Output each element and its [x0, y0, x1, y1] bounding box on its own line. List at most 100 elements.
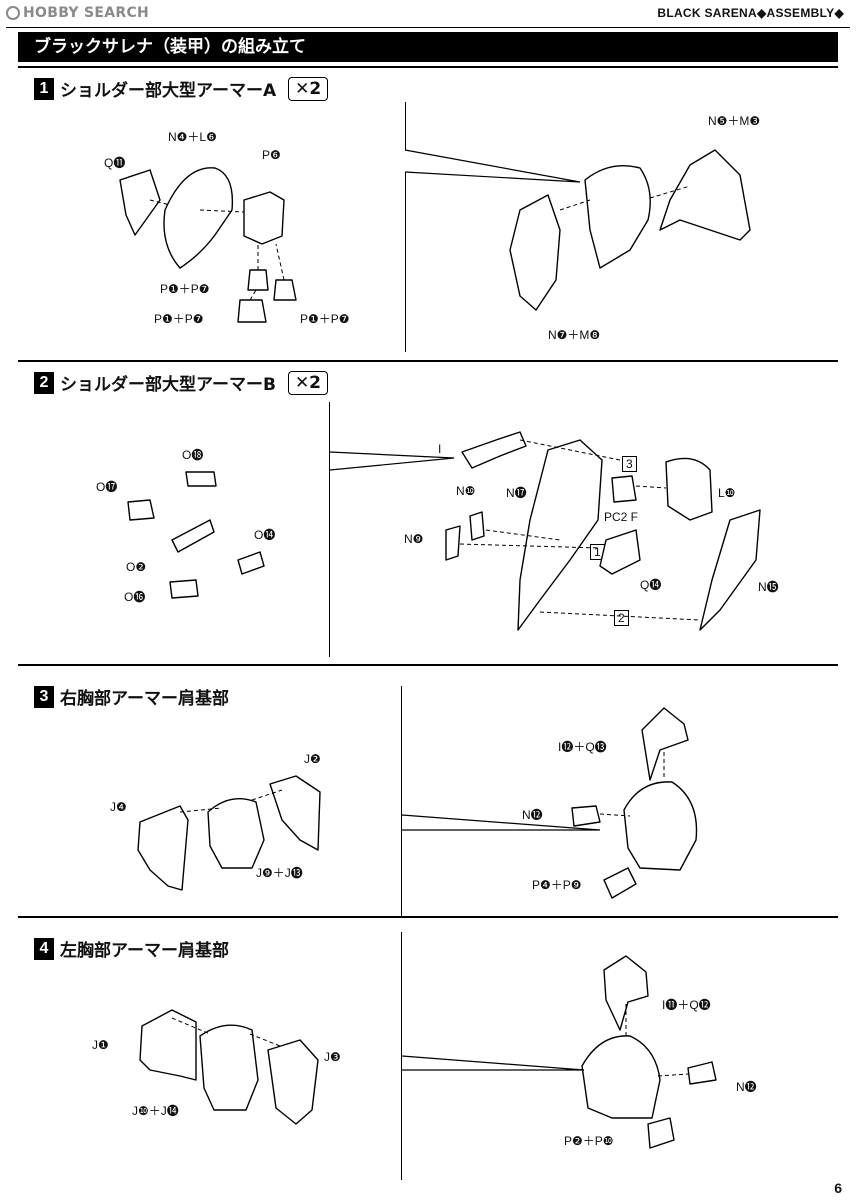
- outer-armor-left: [509, 194, 561, 311]
- step-2-label: O❷: [126, 560, 147, 574]
- part-i11-q12: [603, 955, 649, 1031]
- part-j4: [137, 805, 189, 891]
- step-2-label: N⓯: [758, 580, 779, 594]
- part-p2-p10: [647, 1117, 675, 1149]
- step-4-header: 4 左胸部アーマー肩基部: [34, 936, 229, 961]
- step-2-label: I: [438, 442, 442, 456]
- step-4-label: N⓬: [736, 1080, 757, 1094]
- step-2-title: ショルダー部大型アーマーB: [60, 375, 276, 395]
- logo-icon: [6, 6, 20, 20]
- armor-frame-right: [659, 149, 751, 241]
- part-o18: [185, 471, 217, 487]
- step-4-number: 4: [34, 937, 54, 960]
- header-rule: [6, 27, 850, 28]
- armor-shell-center: [584, 165, 651, 269]
- step-3-label: P❹＋P❾: [532, 878, 582, 892]
- step-1-section: 1 ショルダー部大型アーマーA ✕2 N❹＋L❻ Q⓫ P❻ P❶＋P❼ P❶＋…: [18, 66, 838, 360]
- step-2-section: 2 ショルダー部大型アーマーB ✕2 O⓲ O⓱ O⓮ O❷ O⓰ I N❿ N…: [18, 360, 838, 662]
- step-2-label: O⓮: [254, 528, 276, 542]
- part-i: [461, 431, 527, 469]
- step-2-callout: [329, 451, 455, 471]
- step-1-label: P❻: [262, 148, 281, 162]
- step-2-number: 2: [34, 371, 54, 394]
- step-4-label: J❸: [324, 1050, 341, 1064]
- part-q11: [119, 169, 161, 236]
- page-number: 6: [834, 1180, 842, 1196]
- peg-lower: [237, 299, 267, 323]
- step-2-label: N⓱: [506, 486, 527, 500]
- step-3-label: J❹: [110, 800, 127, 814]
- part-i12-q13: [641, 707, 689, 781]
- step-2-header: 2 ショルダー部大型アーマーB ✕2: [34, 370, 329, 395]
- step-4-label: P❷＋P❿: [564, 1134, 614, 1148]
- part-n9: [445, 525, 461, 561]
- part-n12: [571, 805, 601, 827]
- peg-right: [273, 279, 297, 301]
- step-1-quantity: ✕2: [288, 76, 329, 101]
- part-o16: [169, 579, 199, 599]
- step-4-label: I⓫＋Q⓬: [662, 998, 711, 1012]
- part-pc2: [611, 475, 637, 503]
- step-4-section: 4 左胸部アーマー肩基部 J❶ J❸ J❿＋J⓮ I⓫＋Q⓬ N⓬ P❷＋P❿: [18, 916, 838, 1180]
- step-1-label: N❺＋M❸: [708, 114, 761, 128]
- step-1-number: 1: [34, 77, 54, 100]
- logo-text: HOBBY SEARCH: [23, 5, 150, 21]
- step-2-label: O⓱: [96, 480, 118, 494]
- part-j2: [269, 775, 321, 851]
- step-2-label: L❿: [718, 486, 736, 500]
- part-n10: [469, 511, 485, 541]
- armor-plate-n17: [517, 439, 603, 631]
- step-3-number: 3: [34, 685, 54, 708]
- shoulder-armor-shell: [163, 167, 234, 269]
- step-1-label: N❼＋M❽: [548, 328, 601, 342]
- step-3-label: I⓬＋Q⓭: [558, 740, 607, 754]
- part-n15: [699, 509, 761, 631]
- step-1-callout: [404, 149, 581, 183]
- step-1-label: N❹＋L❻: [168, 130, 217, 144]
- step-1-title: ショルダー部大型アーマーA: [60, 81, 277, 101]
- step-2-order-label: 3: [622, 456, 637, 472]
- document-title: BLACK SARENA◆ASSEMBLY◆: [657, 6, 844, 20]
- step-1-header: 1 ショルダー部大型アーマーA ✕2: [34, 76, 329, 101]
- shoulder-base-core-left: [199, 1024, 259, 1111]
- step-4-callout: [401, 1055, 585, 1071]
- step-2-quantity: ✕2: [287, 370, 329, 395]
- step-2-label: N❾: [404, 532, 424, 546]
- step-4-title: 左胸部アーマー肩基部: [60, 941, 229, 961]
- step-3-section: 3 右胸部アーマー肩基部 J❷ J❹ J❾＋J⓭ I⓬＋Q⓭ N⓬ P❹＋P❾: [18, 664, 838, 916]
- page-title: ブラックサレナ（装甲）の組み立て: [18, 32, 838, 62]
- shoulder-base-core: [207, 798, 265, 869]
- step-1-divider: [405, 102, 406, 352]
- step-3-divider: [401, 686, 402, 916]
- part-o17: [127, 499, 155, 521]
- peg-upper: [247, 269, 269, 291]
- step-2-order-label: 2: [614, 610, 629, 626]
- site-logo: HOBBY SEARCH: [6, 4, 149, 22]
- part-l10: [665, 457, 713, 521]
- step-3-label: J❷: [304, 752, 321, 766]
- step-2-label: O⓰: [124, 590, 146, 604]
- step-3-title: 右胸部アーマー肩基部: [60, 689, 229, 709]
- step-2-divider: [329, 402, 330, 657]
- step-4-label: J❶: [92, 1038, 109, 1052]
- chest-armor-base-left: [581, 1035, 661, 1119]
- step-2-label: O⓲: [182, 448, 204, 462]
- part-q14: [599, 529, 641, 575]
- step-1-label: P❶＋P❼: [160, 282, 210, 296]
- chest-armor-base: [623, 781, 698, 871]
- step-1-label: P❶＋P❼: [154, 312, 204, 326]
- step-2-label: N❿: [456, 484, 476, 498]
- part-n12-left: [687, 1061, 717, 1085]
- part-o14: [237, 551, 265, 575]
- part-j1: [139, 1009, 197, 1081]
- part-o2: [171, 519, 215, 553]
- step-2-label: PC2 F: [604, 510, 639, 524]
- part-p4-p9: [603, 867, 637, 899]
- part-p6: [243, 191, 285, 245]
- step-3-callout: [401, 814, 601, 831]
- step-1-label: P❶＋P❼: [300, 312, 350, 326]
- step-4-divider: [401, 932, 402, 1180]
- step-2-label: Q⓮: [640, 578, 662, 592]
- step-1-label: Q⓫: [104, 156, 126, 170]
